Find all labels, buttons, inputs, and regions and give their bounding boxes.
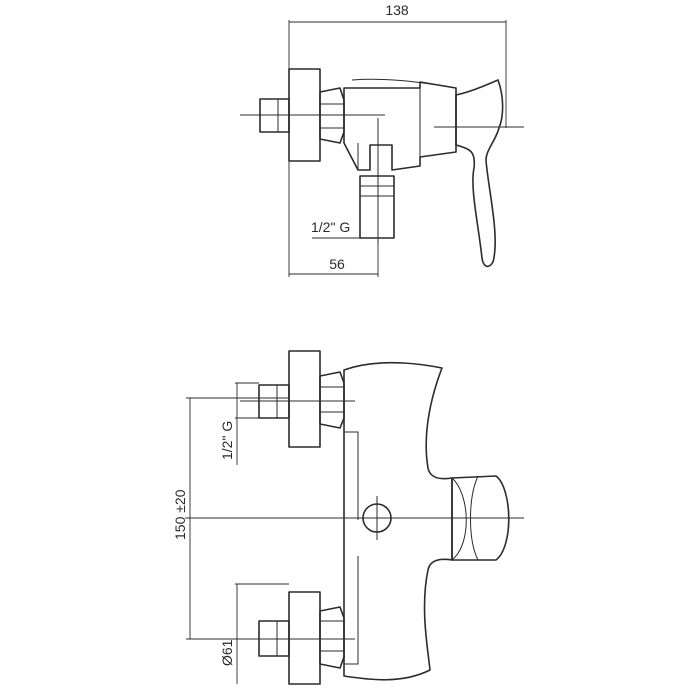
upper-flange	[288, 350, 321, 448]
dim-label-diameter: Ø61	[219, 639, 235, 666]
dimension-diameter: Ø61	[219, 583, 289, 684]
side-view: 138 1/2" G	[240, 2, 524, 277]
upper-hex-nut	[319, 371, 345, 429]
front-view: 1/2" G 150 ±20 Ø61	[172, 350, 524, 685]
dim-label-thread-front: 1/2" G	[219, 421, 235, 460]
dim-label-138: 138	[385, 2, 409, 18]
lever-handle	[455, 79, 504, 268]
dim-label-thread-side: 1/2" G	[311, 219, 350, 235]
dimension-thread-side: 1/2" G	[311, 219, 394, 239]
dimension-150: 150 ±20	[172, 397, 289, 640]
dimension-138: 138	[288, 2, 507, 128]
mixer-body	[343, 81, 457, 171]
outlet-connector	[359, 175, 395, 239]
dimension-thread-front: 1/2" G	[219, 382, 259, 465]
dim-label-56: 56	[329, 256, 345, 272]
lower-hex-nut	[319, 606, 345, 669]
dim-label-150: 150 ±20	[172, 489, 188, 540]
handle-knob	[451, 475, 510, 561]
lower-flange	[288, 591, 321, 685]
dimension-56: 56	[288, 161, 379, 277]
mixer-body-front	[343, 361, 453, 681]
